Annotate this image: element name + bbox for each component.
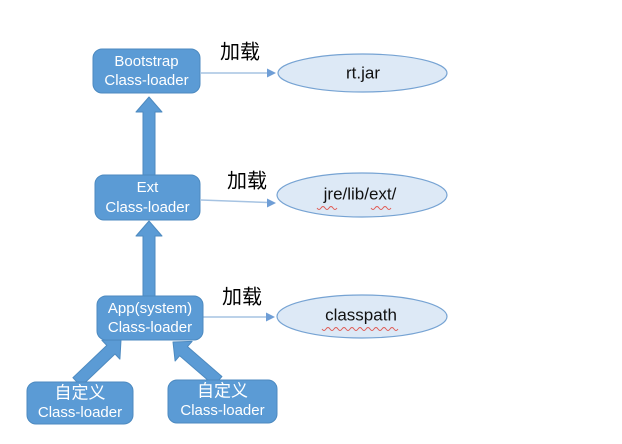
bootstrap-classloader-label-line2: Class-loader — [104, 72, 188, 89]
rtjar-node: rt.jar — [277, 53, 448, 93]
delegation-arrow-app-to-ext — [135, 220, 163, 297]
delegation-arrow-custom-right-to-app — [172, 340, 223, 386]
rtjar-label: rt.jar — [346, 63, 380, 82]
load-arrow-bootstrap-to-rtjar — [201, 68, 276, 78]
load-label-bootstrap: 加载 — [220, 40, 260, 63]
ext-classloader-node: Ext Class-loader — [94, 174, 201, 221]
ext-classloader-label-line1: Ext — [137, 179, 160, 196]
load-arrow-app-to-classpath — [203, 312, 275, 322]
custom-classloader-left-label-line2: Class-loader — [38, 404, 122, 421]
load-label-app: 加载 — [222, 285, 262, 308]
custom-classloader-node-right: 自定义 Class-loader — [167, 379, 278, 424]
classpath-label: classpath — [325, 305, 397, 324]
custom-classloader-right-label-line2: Class-loader — [180, 402, 264, 419]
custom-classloader-right-label-line1: 自定义 — [197, 381, 248, 400]
spellcheck-underline-classpath — [321, 327, 399, 331]
jrelibext-label: jre/lib/ext/ — [323, 184, 397, 203]
app-classloader-node: App(system) Class-loader — [96, 295, 204, 341]
bootstrap-classloader-node: Bootstrap Class-loader — [92, 48, 201, 94]
ext-classloader-label-line2: Class-loader — [105, 199, 189, 216]
spellcheck-underline-ext — [370, 206, 392, 210]
app-classloader-label-line2: Class-loader — [108, 319, 192, 336]
jrelibext-node: jre/lib/ext/ — [276, 172, 448, 218]
classpath-node: classpath — [276, 294, 448, 339]
custom-classloader-left-label-line1: 自定义 — [55, 383, 106, 402]
custom-classloader-node-left: 自定义 Class-loader — [26, 381, 134, 425]
load-label-ext: 加载 — [227, 169, 267, 192]
load-arrow-ext-to-jrelibext — [200, 198, 276, 208]
delegation-arrow-ext-to-bootstrap — [135, 96, 163, 176]
bootstrap-classloader-label-line1: Bootstrap — [114, 53, 178, 70]
delegation-arrow-custom-left-to-app — [72, 339, 122, 387]
app-classloader-label-line1: App(system) — [108, 300, 192, 317]
spellcheck-underline-jre — [316, 206, 338, 210]
